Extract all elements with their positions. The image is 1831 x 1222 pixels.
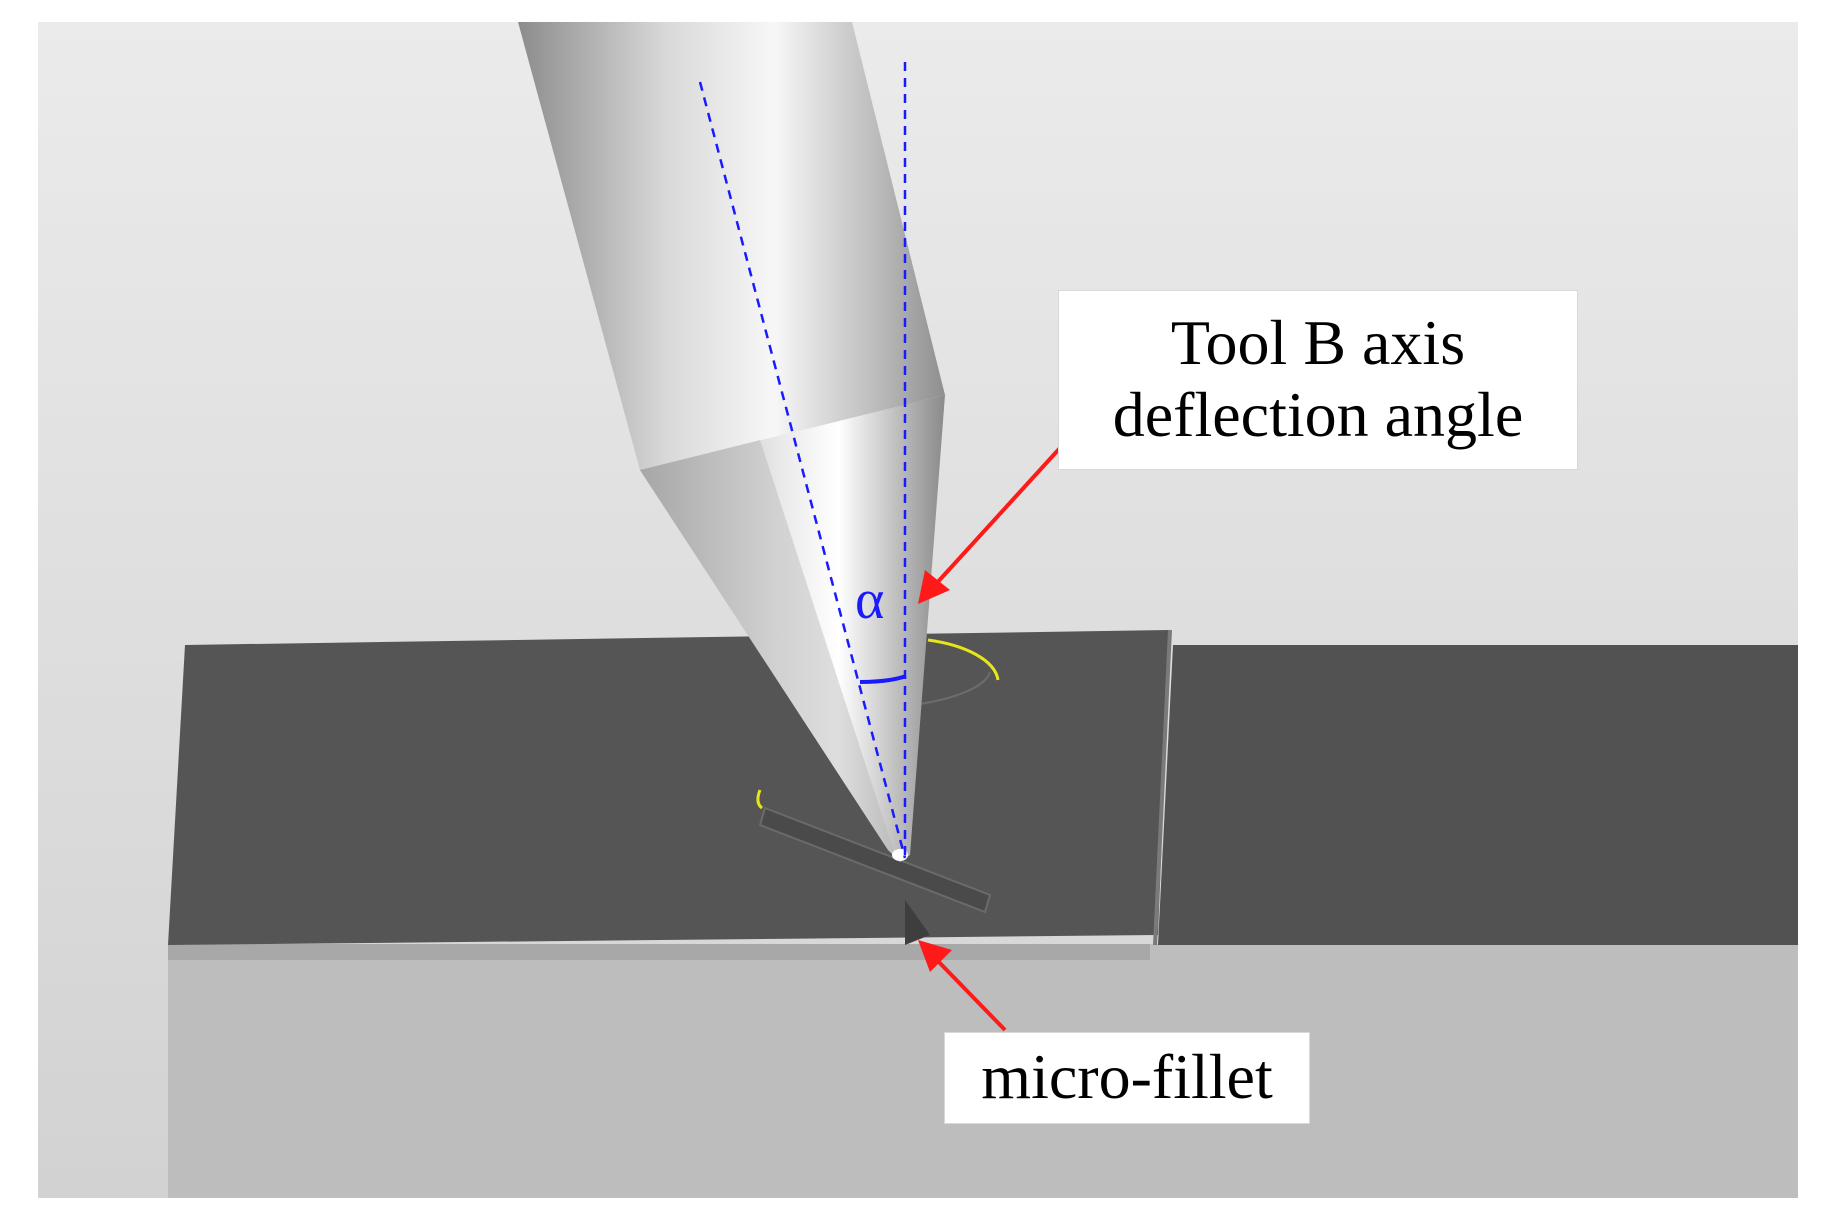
angle-symbol: α	[855, 569, 885, 631]
arrow-fillet-shaft	[933, 956, 1007, 1032]
fillet-notch	[905, 900, 930, 945]
toolpath-arc-upper	[927, 638, 1000, 681]
axis-label-line-2: deflection angle	[1112, 379, 1524, 450]
groove-cylinder	[758, 806, 992, 914]
axis-label-line-1: Tool B axis	[1170, 307, 1466, 378]
tool-cone-shade	[640, 440, 895, 855]
arrow-axis-shaft	[933, 446, 1062, 587]
angle-arc	[859, 674, 907, 684]
workpiece-top-face-right	[1158, 645, 1798, 945]
tool-shank	[518, 22, 945, 470]
toolpath-arc-lower	[756, 789, 763, 810]
workpiece-top-face-left	[168, 630, 1170, 945]
arrow-fillet-head	[918, 940, 952, 972]
workpiece-side-shadow	[168, 944, 1150, 960]
tool-cone	[640, 395, 945, 862]
fillet-label-text: micro-fillet	[981, 1041, 1273, 1112]
micro-fillet-label: micro-fillet	[944, 1032, 1310, 1124]
axis-deflection-label: Tool B axis deflection angle	[1058, 290, 1578, 470]
workpiece-step-edge	[1153, 629, 1172, 946]
arrow-axis-head	[918, 570, 950, 604]
tool-axis-line	[698, 81, 907, 859]
